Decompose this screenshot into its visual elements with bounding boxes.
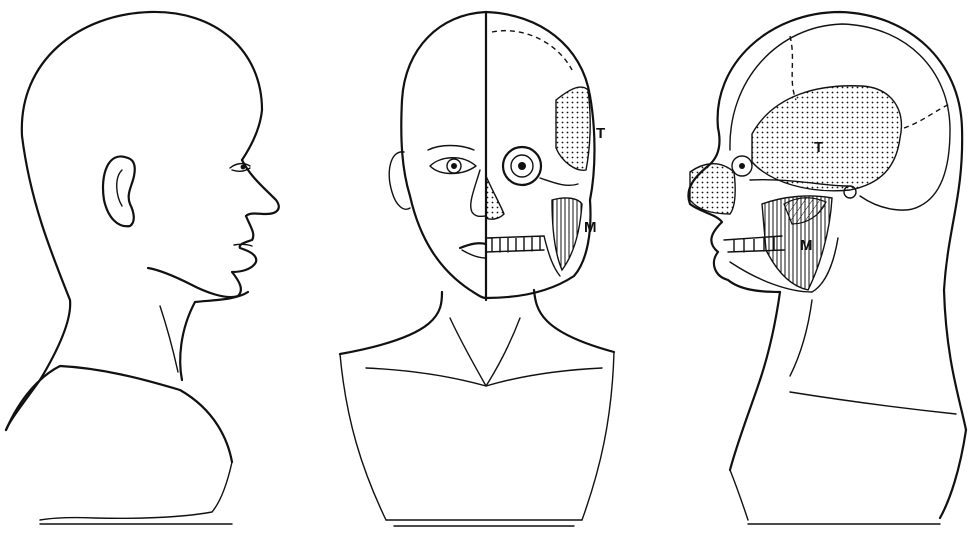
side-bust-edge xyxy=(730,470,748,520)
side-head-outline xyxy=(718,12,966,430)
skull-suture-line xyxy=(492,31,572,70)
profile-neck-front xyxy=(180,292,248,380)
profile-ear xyxy=(103,156,135,226)
front-bust-base xyxy=(386,520,582,526)
profile-nose xyxy=(242,160,279,216)
front-mouth-left xyxy=(460,243,486,248)
profile-pupil xyxy=(241,165,246,170)
side-pupil xyxy=(739,163,745,169)
side-shoulder-front xyxy=(730,380,760,470)
profile-mouth-line xyxy=(234,244,252,246)
skull-teeth xyxy=(486,236,544,252)
side-occipital xyxy=(860,196,920,210)
front-neck-v xyxy=(450,318,520,386)
skull-cheekbone xyxy=(540,178,578,185)
front-lip-left xyxy=(462,250,486,258)
side-suture-coronal xyxy=(790,36,796,100)
nasal-cartilage-dotted xyxy=(486,176,504,219)
profile-shoulder xyxy=(6,366,232,462)
side-skull-figure: T M xyxy=(688,12,966,524)
front-eyebrow-left xyxy=(428,146,474,151)
profile-neck-tendon xyxy=(160,306,178,372)
front-masseter-region xyxy=(552,198,582,270)
side-temporal-label: T xyxy=(814,139,823,156)
front-bust-right xyxy=(582,352,614,520)
side-neck-tendon xyxy=(790,300,812,376)
front-masseter-label: M xyxy=(584,219,597,236)
side-neck-front xyxy=(760,292,780,380)
side-suture-lambdoid xyxy=(904,104,950,128)
profile-shoulder-edge xyxy=(40,462,232,520)
front-pupil-left xyxy=(451,163,457,169)
side-temporal-region xyxy=(752,86,901,191)
front-nose-left xyxy=(471,170,486,216)
side-masseter-label: M xyxy=(800,237,813,254)
front-head-figure: T M xyxy=(340,12,614,526)
side-shoulder-back xyxy=(940,430,966,518)
side-nose-dotted xyxy=(690,164,735,214)
profile-ear-inner xyxy=(117,170,122,206)
skull-pupil xyxy=(518,162,526,170)
front-neck-right xyxy=(534,290,614,352)
profile-head-figure xyxy=(6,12,279,524)
front-temporal-region xyxy=(556,87,590,170)
front-neck-left xyxy=(340,292,442,354)
front-bust-left xyxy=(340,354,386,520)
profile-back-of-head xyxy=(6,136,70,430)
side-clavicle xyxy=(790,392,956,414)
profile-lips-chin xyxy=(148,216,256,297)
profile-skull-outline xyxy=(22,12,262,160)
front-temporal-label: T xyxy=(596,125,605,142)
